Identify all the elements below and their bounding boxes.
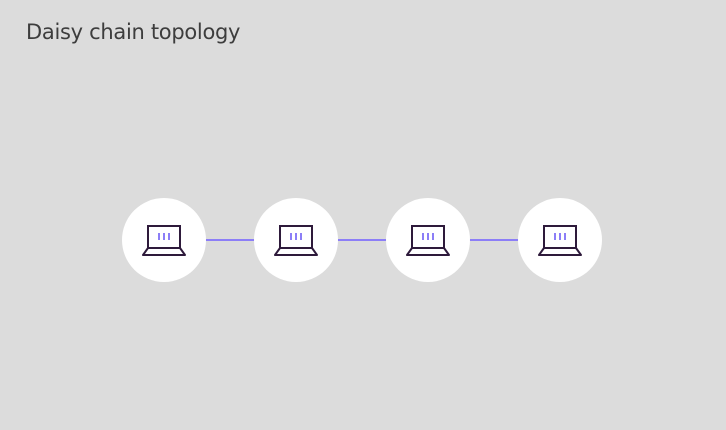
laptop-icon: [274, 225, 318, 256]
laptop-icon: [142, 225, 186, 256]
node-1: [122, 198, 206, 282]
node-4: [518, 198, 602, 282]
laptop-icon: [538, 225, 582, 256]
diagram-title: Daisy chain topology: [26, 20, 241, 44]
node-3: [386, 198, 470, 282]
laptop-icon: [406, 225, 450, 256]
link-2-3: [336, 239, 390, 241]
link-3-4: [468, 239, 522, 241]
link-1-2: [204, 239, 258, 241]
node-2: [254, 198, 338, 282]
